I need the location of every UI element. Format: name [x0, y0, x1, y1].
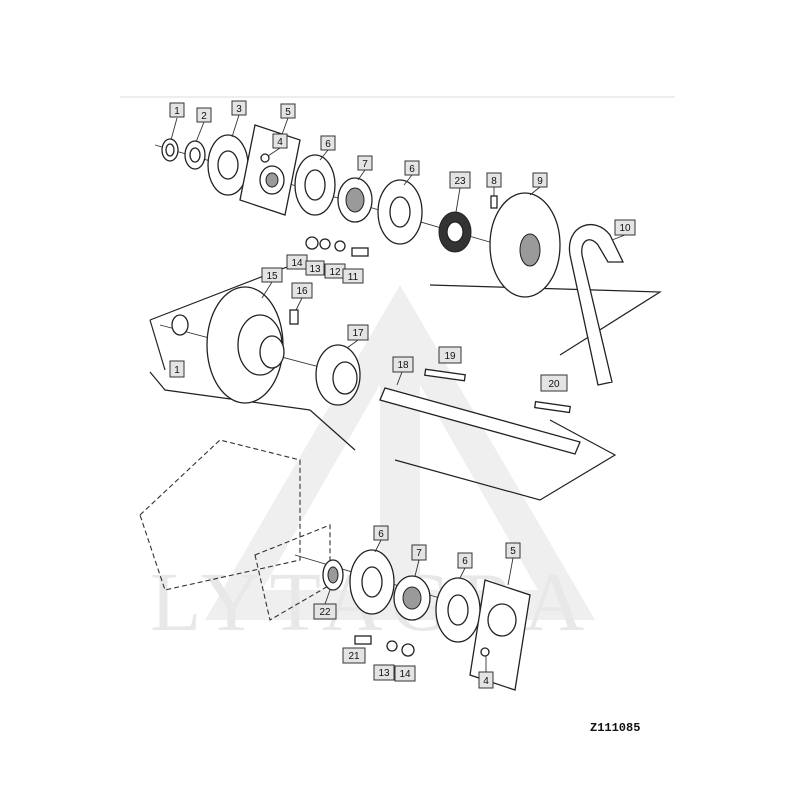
- fasteners-bot: [354, 635, 415, 657]
- callout-5-bot: 5: [505, 542, 521, 559]
- callout-11: 11: [342, 268, 364, 284]
- group-outline-lower: [149, 371, 617, 501]
- callout-19: 19: [438, 346, 462, 364]
- callout-6-b: 6: [404, 160, 420, 176]
- disc-9: [489, 192, 561, 298]
- svg-text:6: 6: [462, 556, 468, 567]
- callout-1-top: 1: [169, 102, 185, 118]
- washer-2: [184, 140, 206, 170]
- svg-text:7: 7: [362, 159, 368, 170]
- svg-text:23: 23: [454, 176, 466, 187]
- svg-text:6: 6: [409, 164, 415, 175]
- grease-nipple-8: [490, 195, 498, 209]
- svg-text:4: 4: [483, 676, 489, 687]
- callout-2: 2: [196, 107, 212, 123]
- fasteners-top: [305, 236, 369, 257]
- flange-6-d: [435, 577, 481, 643]
- bearing-housing-plate-5-bot: [469, 579, 531, 691]
- svg-text:14: 14: [399, 669, 411, 680]
- callout-4-top: 4: [272, 133, 288, 149]
- key-20: [534, 400, 571, 414]
- callout-3: 3: [231, 100, 247, 116]
- callout-20: 20: [540, 374, 568, 392]
- drawing-reference: Z111085: [590, 721, 640, 735]
- svg-text:15: 15: [266, 271, 278, 282]
- svg-text:19: 19: [444, 351, 456, 362]
- callout-7-top: 7: [357, 155, 373, 171]
- svg-text:13: 13: [378, 668, 390, 679]
- callout-23: 23: [449, 171, 471, 189]
- svg-text:20: 20: [548, 379, 560, 390]
- svg-text:16: 16: [296, 286, 308, 297]
- svg-text:9: 9: [537, 176, 543, 187]
- callout-5-top: 5: [280, 103, 296, 119]
- callout-13-top: 13: [305, 260, 325, 276]
- callout-4-bot: 4: [478, 671, 494, 689]
- svg-text:10: 10: [619, 223, 631, 234]
- svg-text:6: 6: [325, 139, 331, 150]
- svg-text:2: 2: [201, 111, 207, 122]
- svg-text:5: 5: [510, 546, 516, 557]
- bearing-17: [315, 344, 361, 406]
- callout-9: 9: [532, 172, 548, 188]
- flange-6-c: [349, 549, 395, 615]
- callout-21: 21: [342, 647, 366, 664]
- callout-8: 8: [486, 172, 502, 188]
- flange-6-b: [377, 179, 423, 245]
- callout-22: 22: [313, 603, 337, 620]
- sprocket-23: [438, 211, 472, 253]
- svg-text:17: 17: [352, 328, 364, 339]
- svg-text:1: 1: [174, 365, 180, 376]
- callout-12: 12: [324, 263, 346, 279]
- svg-text:8: 8: [491, 176, 497, 187]
- svg-text:6: 6: [378, 529, 384, 540]
- svg-text:18: 18: [397, 360, 409, 371]
- key-19: [424, 368, 466, 382]
- svg-text:12: 12: [329, 267, 341, 278]
- callout-7-bot: 7: [411, 544, 427, 561]
- callout-13-bot: 13: [373, 664, 395, 681]
- callout-6-c: 6: [373, 525, 389, 541]
- svg-text:4: 4: [277, 137, 283, 148]
- flange-plate-3: [207, 134, 249, 196]
- svg-text:5: 5: [285, 107, 291, 118]
- svg-text:3: 3: [236, 104, 242, 115]
- bearing-housing-plate-5-top: [239, 124, 301, 216]
- callout-16: 16: [291, 282, 313, 299]
- svg-text:7: 7: [416, 548, 422, 559]
- tine-10: [568, 224, 625, 386]
- callout-10: 10: [614, 219, 636, 236]
- seal-22: [322, 559, 344, 591]
- svg-text:21: 21: [348, 651, 360, 662]
- circlip-1-top: [161, 138, 179, 162]
- svg-text:11: 11: [348, 272, 359, 283]
- svg-text:13: 13: [309, 264, 321, 275]
- shaft-18: [379, 387, 581, 455]
- callout-6-a: 6: [320, 135, 336, 151]
- grease-nipple-16: [289, 309, 299, 325]
- callout-18: 18: [392, 356, 414, 373]
- bearing-7-bot: [393, 575, 431, 621]
- svg-text:14: 14: [291, 258, 303, 269]
- svg-text:1: 1: [174, 106, 180, 117]
- bearing-7-top: [337, 177, 373, 223]
- callout-14-top: 14: [286, 254, 308, 270]
- flange-6-a: [294, 154, 336, 216]
- callout-1-mid: 1: [169, 360, 185, 378]
- callout-14-bot: 14: [394, 665, 416, 682]
- callout-17: 17: [347, 324, 369, 341]
- circlip-1-mid: [171, 314, 189, 336]
- callout-15: 15: [261, 267, 283, 283]
- svg-text:22: 22: [319, 607, 331, 618]
- hub-15: [206, 286, 285, 404]
- callout-6-d: 6: [457, 552, 473, 569]
